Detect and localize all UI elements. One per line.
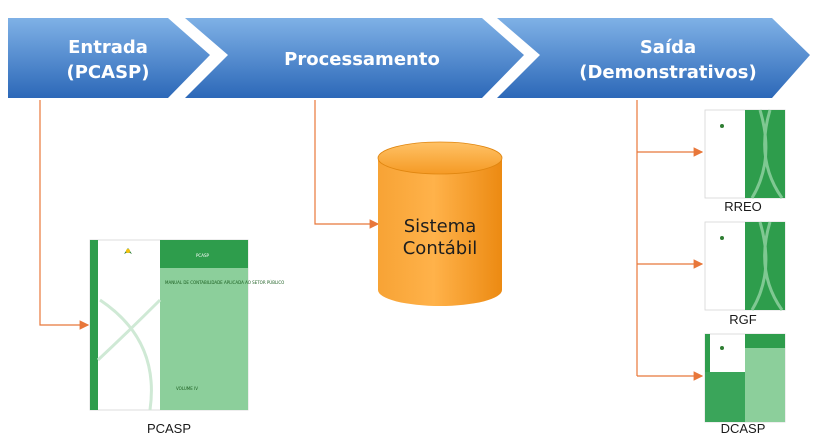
cover-band bbox=[160, 240, 248, 268]
sistema-contabil-cylinder: Sistema Contábil bbox=[377, 141, 503, 306]
stage-entrada-line1: Entrada bbox=[68, 37, 148, 58]
tesouro-logo-icon bbox=[720, 236, 724, 240]
system-label-line1: Sistema bbox=[404, 216, 477, 237]
cylinder-body bbox=[378, 158, 502, 306]
chevron-shape bbox=[185, 18, 524, 98]
cover-spine bbox=[90, 240, 98, 410]
connector-processamento bbox=[314, 100, 380, 229]
rreo-cover: RREO bbox=[704, 109, 786, 214]
rreo-caption: RREO bbox=[724, 199, 762, 214]
cover-decoration bbox=[750, 221, 784, 311]
connectors bbox=[39, 100, 704, 381]
rgf-cover: RGF bbox=[704, 221, 786, 327]
stage-entrada: Entrada (PCASP) bbox=[8, 18, 210, 98]
cylinder-top bbox=[377, 141, 503, 175]
dcasp-caption: DCASP bbox=[721, 421, 766, 436]
chevron-shape bbox=[8, 18, 210, 98]
stage-saida-line1: Saída bbox=[640, 37, 696, 58]
logo-sun-icon bbox=[126, 249, 130, 253]
cover-decoration bbox=[96, 298, 162, 411]
system-label-line2: Contábil bbox=[403, 238, 478, 259]
cover-subtitle: MANUAL DE CONTABILIDADE APLICADA AO SETO… bbox=[165, 280, 284, 285]
pcasp-caption: PCASP bbox=[147, 421, 191, 436]
rgf-caption: RGF bbox=[729, 312, 757, 327]
connector-entrada bbox=[39, 100, 90, 330]
cover-decoration bbox=[750, 109, 784, 199]
cover-block bbox=[705, 372, 745, 422]
cover-panel bbox=[745, 334, 785, 422]
cover-band bbox=[745, 334, 785, 348]
stage-processamento-line1: Processamento bbox=[284, 49, 440, 70]
cover-title: PCASP bbox=[196, 253, 209, 258]
stage-entrada-line2: (PCASP) bbox=[67, 62, 150, 83]
stage-saida-line2: (Demonstrativos) bbox=[579, 62, 756, 83]
stage-saida: Saída (Demonstrativos) bbox=[497, 18, 810, 98]
tesouro-logo-icon bbox=[720, 124, 724, 128]
chevron-shape bbox=[497, 18, 810, 98]
pcasp-cover: PCASP MANUAL DE CONTABILIDADE APLICADA A… bbox=[89, 239, 284, 436]
cover-volume: VOLUME IV bbox=[176, 386, 198, 391]
cover-panel bbox=[160, 240, 248, 410]
dcasp-cover: DCASP bbox=[704, 333, 786, 436]
stage-processamento: Processamento bbox=[185, 18, 524, 98]
tesouro-logo-icon bbox=[720, 346, 724, 350]
